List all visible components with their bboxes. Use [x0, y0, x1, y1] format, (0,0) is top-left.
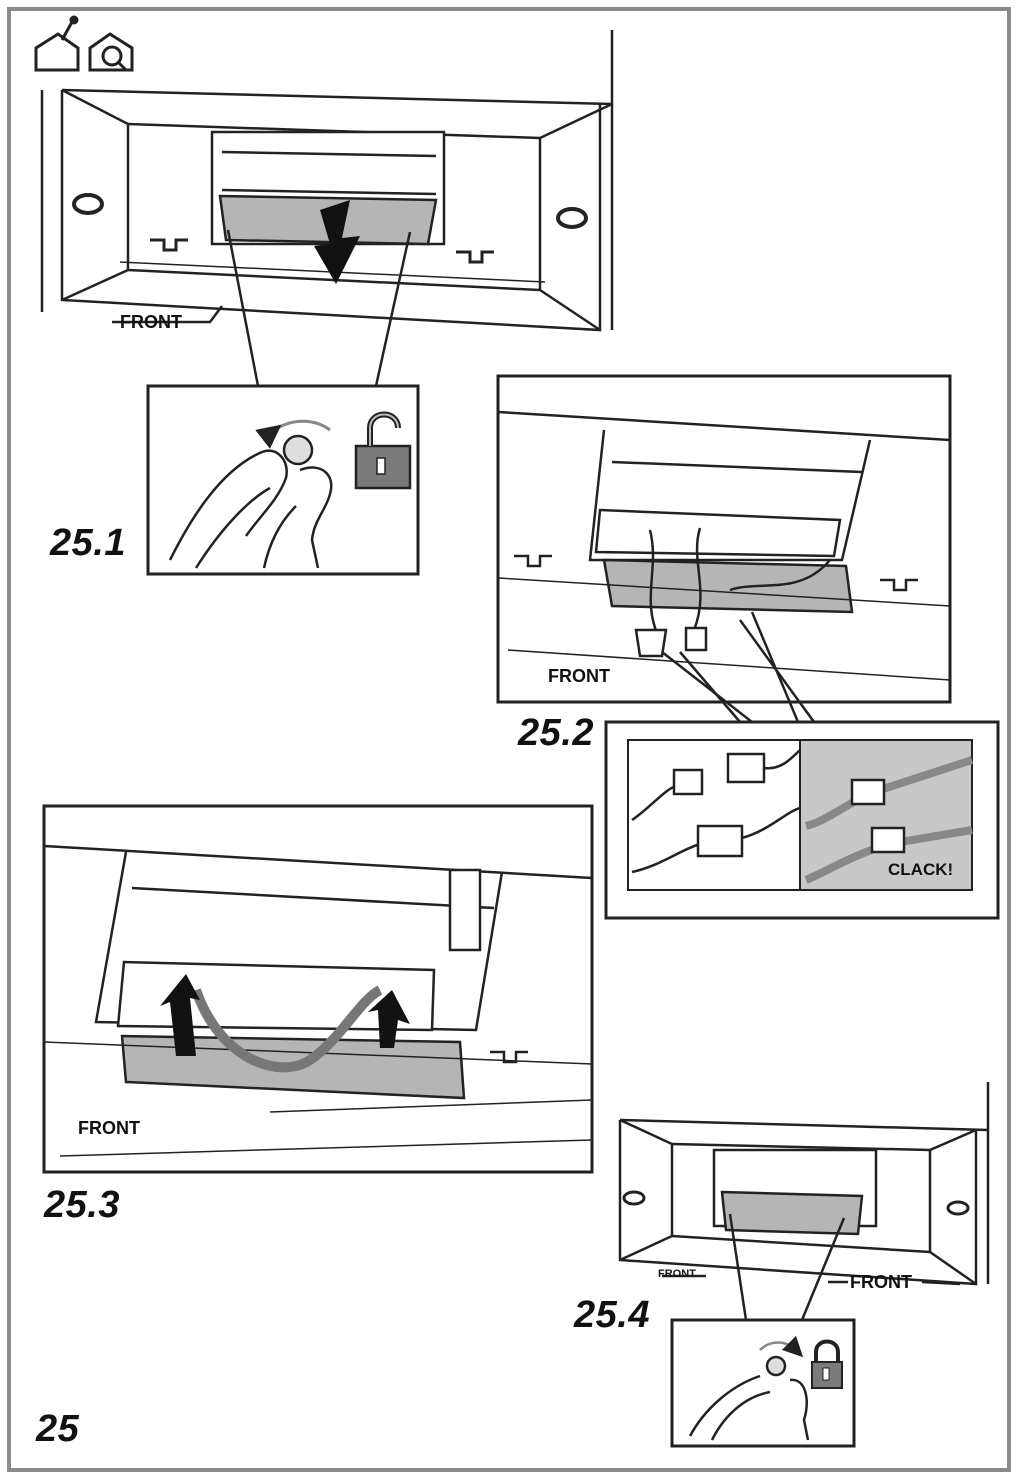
- step-label-25-3: 25.3: [44, 1184, 120, 1226]
- step-label-25-4: 25.4: [574, 1294, 650, 1336]
- maintenance-icon: [88, 32, 134, 72]
- rotate-arrow-icon: [759, 1335, 804, 1358]
- callout-lines-25-1: [112, 229, 412, 387]
- front-label-25-4: FRONT: [850, 1272, 912, 1292]
- panel-25-2: [496, 374, 952, 704]
- hood-view-25-4: [618, 1082, 990, 1286]
- front-label-25-2: FRONT: [548, 666, 610, 686]
- detail-box-25-4: [670, 1318, 856, 1448]
- installation-icon: [34, 15, 80, 72]
- rotate-arrow-icon: [255, 419, 331, 449]
- lock-padlock-icon: [811, 1339, 843, 1389]
- step-label-25-1: 25.1: [50, 522, 126, 564]
- callout-lines-25-4: [662, 1213, 961, 1321]
- detail-box-25-1: [146, 384, 420, 576]
- front-label-25-4-small: FRONT: [658, 1268, 696, 1280]
- panel-25-3: [42, 804, 594, 1174]
- front-label-25-1: FRONT: [120, 312, 182, 332]
- figure-number: 25: [36, 1408, 80, 1450]
- clack-label: CLACK!: [888, 860, 954, 879]
- pull-down-arrow: [314, 200, 360, 284]
- callout-lines-25-2: [661, 611, 816, 723]
- step-label-25-2: 25.2: [518, 712, 594, 754]
- unlock-padlock-icon: [354, 411, 412, 490]
- lift-arrow-left: [160, 974, 200, 1056]
- detail-box-25-2: [604, 720, 1000, 920]
- page-frame: [7, 7, 1011, 1472]
- hood-view-25-1: [40, 30, 614, 332]
- lift-arrow-right: [368, 990, 410, 1048]
- front-label-25-3: FRONT: [78, 1118, 140, 1138]
